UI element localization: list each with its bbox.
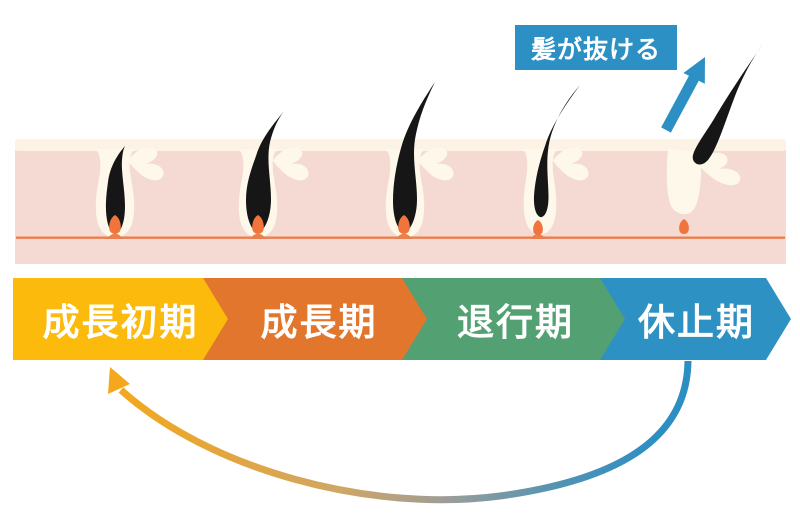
hair-stage-2 (246, 111, 284, 234)
sebaceous-gland (698, 152, 741, 186)
sebaceous-gland (553, 147, 589, 181)
detached-papilla (679, 219, 689, 234)
cycle-return-arrow (108, 360, 692, 504)
shed-arrow-icon (661, 57, 705, 133)
hair-stage-5-shedding (692, 44, 763, 165)
papilla-necks (107, 233, 546, 239)
sebaceous-gland (273, 147, 309, 181)
stage-label: 退行期 (457, 302, 574, 343)
callout-hair-falls-out: 髪が抜ける (515, 25, 677, 70)
stage-label: 休止期 (638, 302, 755, 343)
stage-label: 成長初期 (42, 302, 199, 343)
sebaceous-gland (418, 147, 454, 181)
dermal-papillae (109, 215, 689, 235)
cycle-stages-banner: 成長初期 成長期 退行期 休止期 (0, 278, 800, 360)
callout-label: 髪が抜ける (530, 35, 661, 64)
sebaceous-gland (128, 147, 164, 181)
stage-regression: 退行期 (394, 278, 625, 360)
hair-stage-4 (533, 85, 580, 218)
hair-stage-1 (105, 146, 125, 234)
stage-label: 成長期 (260, 302, 378, 343)
stage-growth: 成長期 (203, 278, 427, 360)
stage-early-growth: 成長初期 (13, 278, 228, 360)
cycle-arrowhead (108, 367, 130, 394)
hair-strands (105, 44, 763, 234)
epidermis-layer (15, 139, 786, 151)
follicle-stage-5 (666, 149, 741, 215)
hair-stage-3 (393, 82, 435, 234)
